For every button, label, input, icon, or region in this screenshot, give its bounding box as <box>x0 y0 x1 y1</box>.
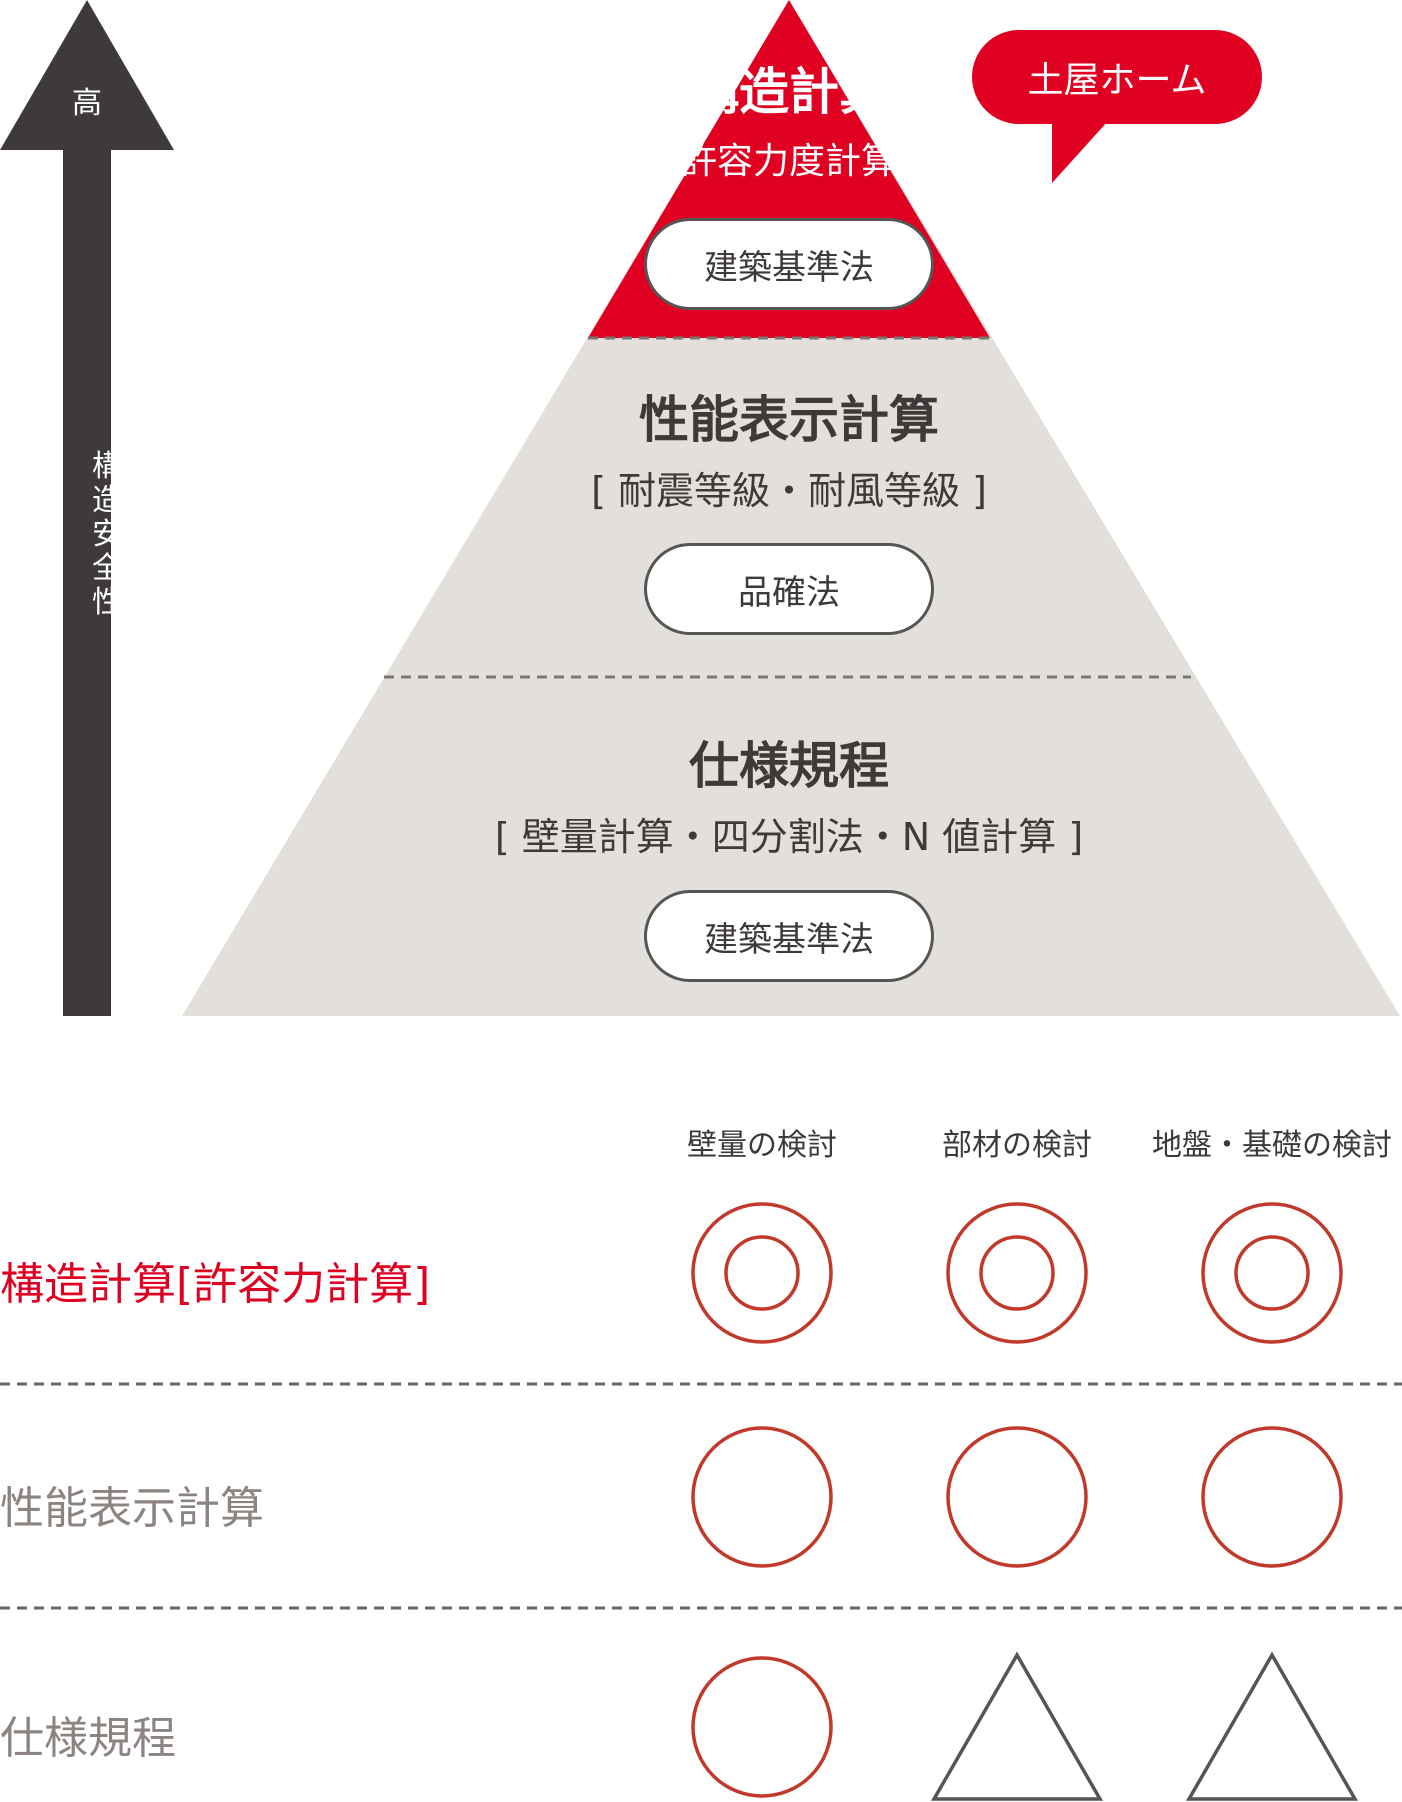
row-label-performance: 性能表示計算 <box>0 1483 264 1534</box>
arrow-head <box>0 0 174 150</box>
double-circle-mark <box>1201 1202 1343 1344</box>
circle-mark <box>1201 1426 1343 1568</box>
circle-mark <box>691 1426 833 1568</box>
tier-bottom-subtitle: [ 壁量計算・四分割法・N 値計算 ] <box>494 815 1084 859</box>
pyramid-gray <box>182 0 1400 1016</box>
table-marks <box>691 1202 1359 1801</box>
bubble-tail <box>1052 110 1118 183</box>
row-label-specification: 仕様規程 <box>0 1713 176 1764</box>
double-circle-inner <box>724 1235 800 1311</box>
tier-top-law-pill: 建築基準法 <box>644 218 934 310</box>
arrow-shaft <box>63 148 111 1016</box>
tier-middle-title: 性能表示計算 <box>639 391 939 449</box>
tier-middle-subtitle: [ 耐震等級・耐風等級 ] <box>591 469 987 513</box>
tier-middle-law-pill: 品確法 <box>644 543 934 635</box>
tier-bottom-law-pill: 建築基準法 <box>644 890 934 982</box>
double-circle-mark <box>691 1202 833 1344</box>
column-header-members: 部材の検討 <box>942 1128 1092 1163</box>
row-label-structural: 構造計算[許容力計算] <box>0 1259 431 1310</box>
triangle-mark <box>930 1651 1104 1801</box>
tier-bottom-title: 仕様規程 <box>689 737 889 795</box>
circle-mark <box>691 1656 833 1798</box>
triangle-mark <box>1185 1651 1359 1801</box>
tier-top-title: 構造計算 <box>689 63 889 121</box>
company-bubble: 土屋ホーム <box>972 30 1262 124</box>
double-circle-mark <box>946 1202 1088 1344</box>
column-header-wall: 壁量の検討 <box>687 1128 837 1163</box>
axis-high-label: 高 <box>72 86 102 121</box>
double-circle-inner <box>1234 1235 1310 1311</box>
axis-label: 構造安全性 <box>92 449 122 620</box>
column-header-foundation: 地盤・基礎の検討 <box>1152 1128 1392 1163</box>
tier-top-subtitle: [ 許容力度計算 ] <box>655 141 923 182</box>
double-circle-inner <box>979 1235 1055 1311</box>
circle-mark <box>946 1426 1088 1568</box>
